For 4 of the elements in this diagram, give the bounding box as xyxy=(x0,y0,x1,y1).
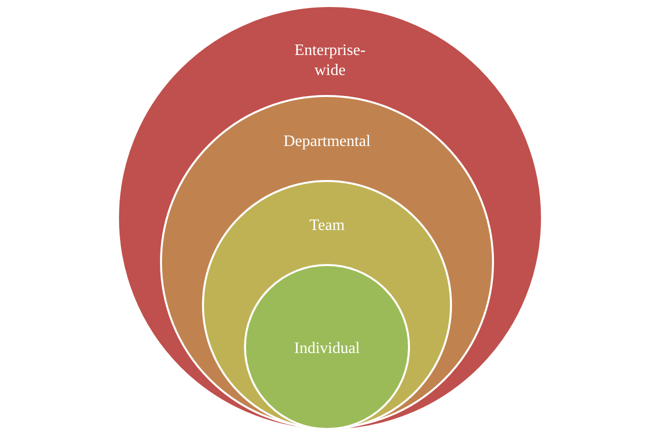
circle-label: Enterprise-wide xyxy=(293,41,367,81)
circle-label: Individual xyxy=(293,339,361,359)
circle-label: Departmental xyxy=(282,132,372,152)
circle-label: Team xyxy=(308,216,346,236)
